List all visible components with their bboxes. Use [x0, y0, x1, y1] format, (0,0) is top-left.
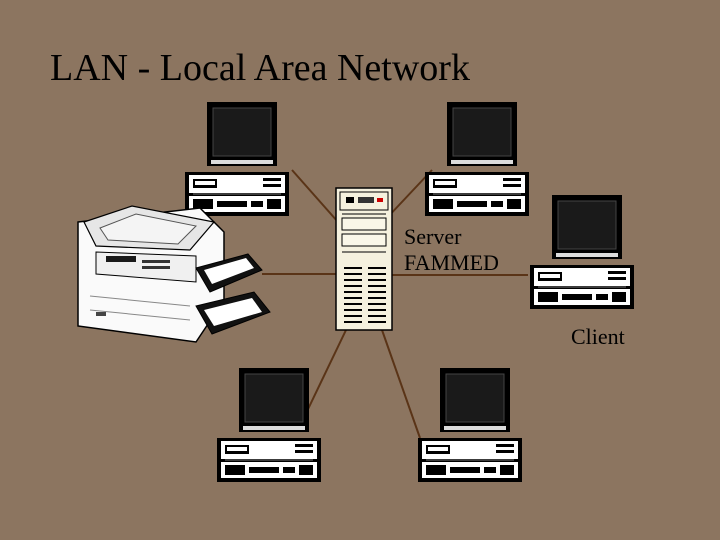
client-label: Client: [571, 324, 625, 349]
client-computer-top-left: [184, 101, 290, 217]
client-computer-right: [529, 194, 635, 310]
link-bottom-right-client: [381, 329, 421, 439]
client-computer-bottom-left: [216, 367, 322, 483]
link-top-right-client: [384, 169, 433, 221]
client-computer-top-right: [424, 101, 530, 217]
page-title: LAN - Local Area Network: [50, 47, 470, 89]
server-label-line1: Server: [404, 224, 462, 249]
printer: [77, 205, 271, 343]
server-label: Server FAMMED: [404, 224, 499, 276]
link-top-left-client: [291, 169, 339, 223]
server-tower: [335, 187, 393, 331]
network-links: [262, 169, 528, 439]
server-label-line2: FAMMED: [404, 250, 499, 275]
client-computer-bottom-right: [417, 367, 523, 483]
